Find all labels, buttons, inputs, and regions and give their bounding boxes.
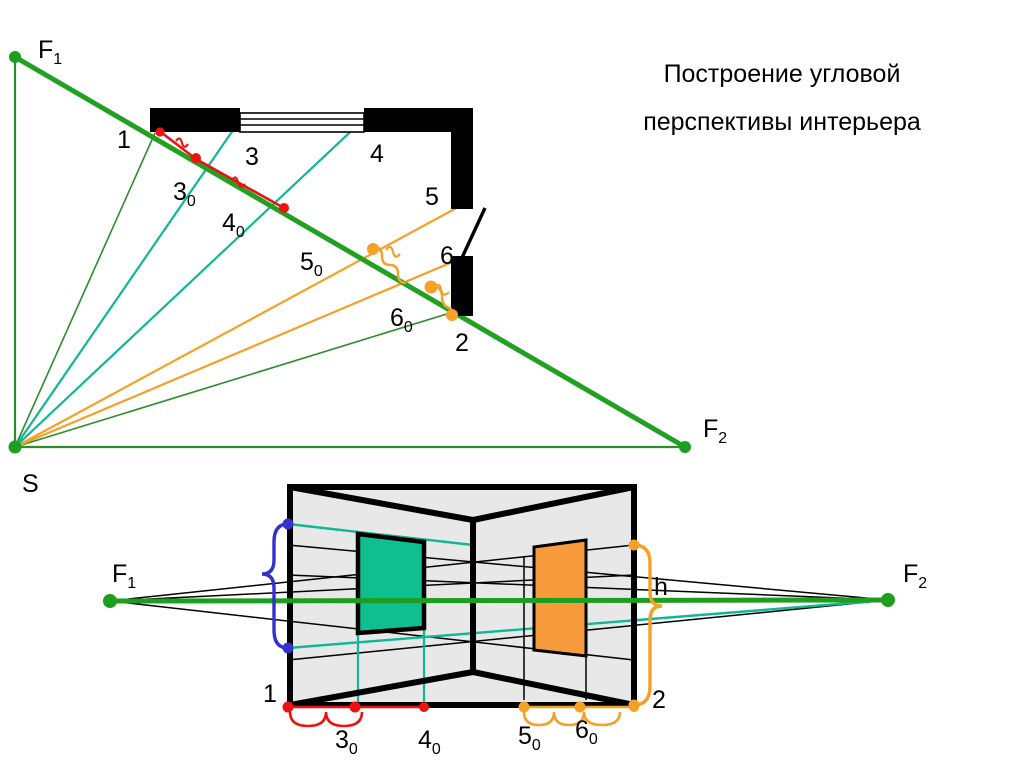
plan-vanishing-point-f2-dot (679, 441, 691, 453)
bottom-measure-orange (518, 701, 639, 727)
persp-vanishing-point-f1-dot (103, 594, 117, 608)
blue-height-bracket (261, 518, 294, 654)
red-mark-3-0 (349, 701, 361, 713)
red-mark-4-0 (419, 702, 429, 712)
ray-s-to-point-6 (14, 256, 463, 449)
plan-vanishing-point-f1-dot (9, 51, 21, 63)
floor-edge-right (472, 669, 635, 708)
plan-label-1: 1 (117, 126, 131, 154)
plan-walls (150, 108, 487, 316)
red-tick-2 (231, 176, 246, 188)
window-frame (239, 112, 365, 133)
horizon-line-f1-f2 (109, 597, 889, 604)
orange-point-2 (446, 309, 458, 321)
floor-plane (290, 676, 634, 705)
blue-brace-bottom-dot (282, 642, 294, 654)
plan-label-5: 5 (425, 183, 439, 211)
persp-label-f1: F1 (112, 560, 136, 592)
wall-top-left (150, 108, 240, 132)
persp-label-f2: F2 (903, 560, 927, 592)
wall-right-lower (451, 256, 473, 316)
red-brace-double (288, 711, 364, 728)
plan-label-5-0: 50 (300, 248, 323, 280)
red-point-4-0 (279, 203, 289, 213)
plan-label-f2: F2 (703, 415, 727, 447)
room-frame (287, 484, 637, 708)
blue-brace-top-dot (282, 518, 294, 530)
persp-label-6-0: 60 (575, 716, 598, 748)
wall-right-upper (451, 108, 473, 209)
plan-labels: F1 F2 S 1 2 3 4 5 6 30 40 50 60 (22, 36, 727, 498)
orange-brace-top-dot (628, 539, 640, 551)
ray-s-to-point-1 (14, 132, 156, 448)
persp-label-3-0: 30 (335, 726, 358, 758)
plan-green-thin-rays (13, 57, 685, 449)
ray-s-to-point-5 (14, 204, 463, 448)
ray-s-to-point-3 (14, 119, 241, 448)
persp-label-1: 1 (263, 680, 277, 708)
red-mark-1 (282, 701, 294, 713)
room-outer-rect (287, 484, 637, 708)
constr-f2-lower (287, 599, 889, 661)
title-block: Построение угловой перспективы интерьера (643, 60, 921, 136)
orange-brace-last (582, 711, 622, 727)
ceiling-edge-left (289, 484, 474, 523)
plan-red-measures (155, 127, 289, 213)
picture-plane-trace-f1-f2 (13, 54, 687, 450)
ceiling-plane (290, 487, 634, 516)
red-point-3-0 (191, 153, 201, 163)
plan-label-4-0: 40 (222, 209, 245, 241)
plan-label-4: 4 (370, 140, 384, 168)
orange-point-6-0 (424, 280, 438, 294)
wall-panel-3-4-green (355, 531, 427, 636)
bottom-measure-red (282, 701, 429, 728)
plan-label-2: 2 (455, 329, 469, 357)
window-hatched (239, 112, 365, 133)
plan-orange-measures (367, 243, 458, 321)
persp-label-4-0: 40 (418, 726, 441, 758)
orange-tick-1 (385, 245, 401, 258)
blue-brace-path (261, 522, 289, 650)
red-measure-seg-1 (161, 131, 197, 161)
orange-brace-path (633, 543, 663, 707)
ray-s-to-point-4 (14, 119, 364, 448)
title-line-2: перспективы интерьера (643, 108, 921, 136)
teal-line-lower (287, 598, 889, 650)
plan-label-6-0: 60 (390, 304, 413, 336)
orange-brace-double (522, 711, 586, 727)
persp-vanishing-point-f2-dot (881, 593, 895, 607)
red-measure-seg-2 (195, 157, 285, 210)
orange-point-5-0 (367, 243, 379, 255)
plan-teal-rays (14, 119, 364, 448)
title-line-1: Построение угловой (664, 60, 901, 88)
door-leaf-line (458, 207, 487, 263)
orange-mark-2 (629, 702, 639, 712)
orange-mark-5-0 (518, 701, 530, 713)
perspective-view-group: F1 F2 h 1 2 30 40 50 60 (103, 484, 927, 758)
plan-label-s: S (22, 470, 39, 498)
persp-label-2: 2 (652, 686, 666, 714)
ray-s-to-point-2 (14, 312, 451, 448)
red-point-1 (155, 127, 165, 137)
floor-edge-left (289, 669, 474, 708)
plan-view-group: F1 F2 S 1 2 3 4 5 6 30 40 50 60 (8, 36, 727, 498)
plan-label-3-0: 30 (173, 178, 196, 210)
orange-bracket-5-0-b (389, 263, 407, 285)
red-tick-1 (175, 137, 189, 148)
perspective-labels: F1 F2 h 1 2 30 40 50 60 (112, 560, 927, 758)
orange-mark-6-0 (574, 701, 586, 713)
plan-label-3: 3 (245, 143, 259, 171)
plan-station-point-s-dot (8, 440, 22, 454)
ceiling-edge-right (472, 484, 635, 523)
plan-label-6: 6 (440, 242, 454, 270)
plan-orange-rays (14, 204, 463, 449)
persp-label-h: h (654, 573, 668, 601)
plan-label-f1: F1 (38, 36, 62, 68)
persp-label-5-0: 50 (518, 722, 541, 754)
